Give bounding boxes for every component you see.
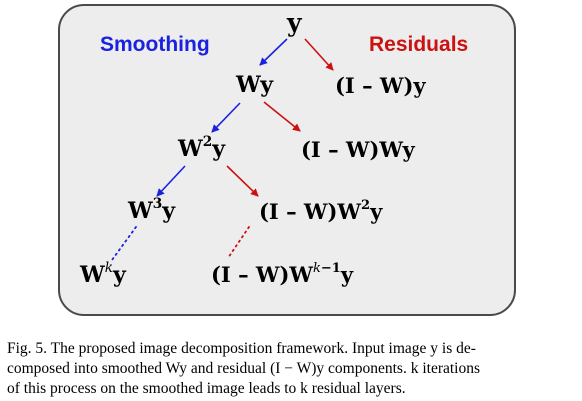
diagram-panel (58, 4, 516, 316)
residuals-label: Residuals (369, 33, 469, 56)
node-root-y: y (287, 8, 302, 37)
smoothing-label: Smoothing (100, 33, 210, 56)
smoothing-arrow-1 (259, 38, 288, 66)
residual-arrow-1 (304, 38, 334, 71)
caption-line-3: of this process on the smoothed image le… (7, 380, 406, 397)
node-smoothed-2: W2y (178, 133, 225, 162)
smoothing-arrow-3 (156, 165, 186, 197)
node-residual-k: (I – W)Wk−1y (211, 261, 354, 287)
node-smoothed-k: Wky (80, 259, 126, 288)
node-residual-1: (I – W)y (335, 73, 426, 98)
smoothing-ellipsis-dots (111, 226, 137, 261)
node-smoothed-3: W3y (128, 195, 175, 224)
node-residual-3: (I – W)W2y (259, 198, 383, 224)
residual-arrow-3 (226, 165, 259, 197)
node-residual-2: (I – W)Wy (301, 137, 415, 162)
residual-arrow-2 (263, 101, 301, 132)
caption-line-2: composed into smoothed Wy and residual (… (7, 360, 481, 377)
figure-caption: Fig. 5. The proposed image decomposition… (7, 339, 579, 399)
caption-line-1: Fig. 5. The proposed image decomposition… (7, 340, 476, 357)
residual-ellipsis-dots (227, 226, 250, 259)
smoothing-arrow-2 (211, 102, 241, 133)
node-smoothed-1: Wy (236, 72, 274, 98)
